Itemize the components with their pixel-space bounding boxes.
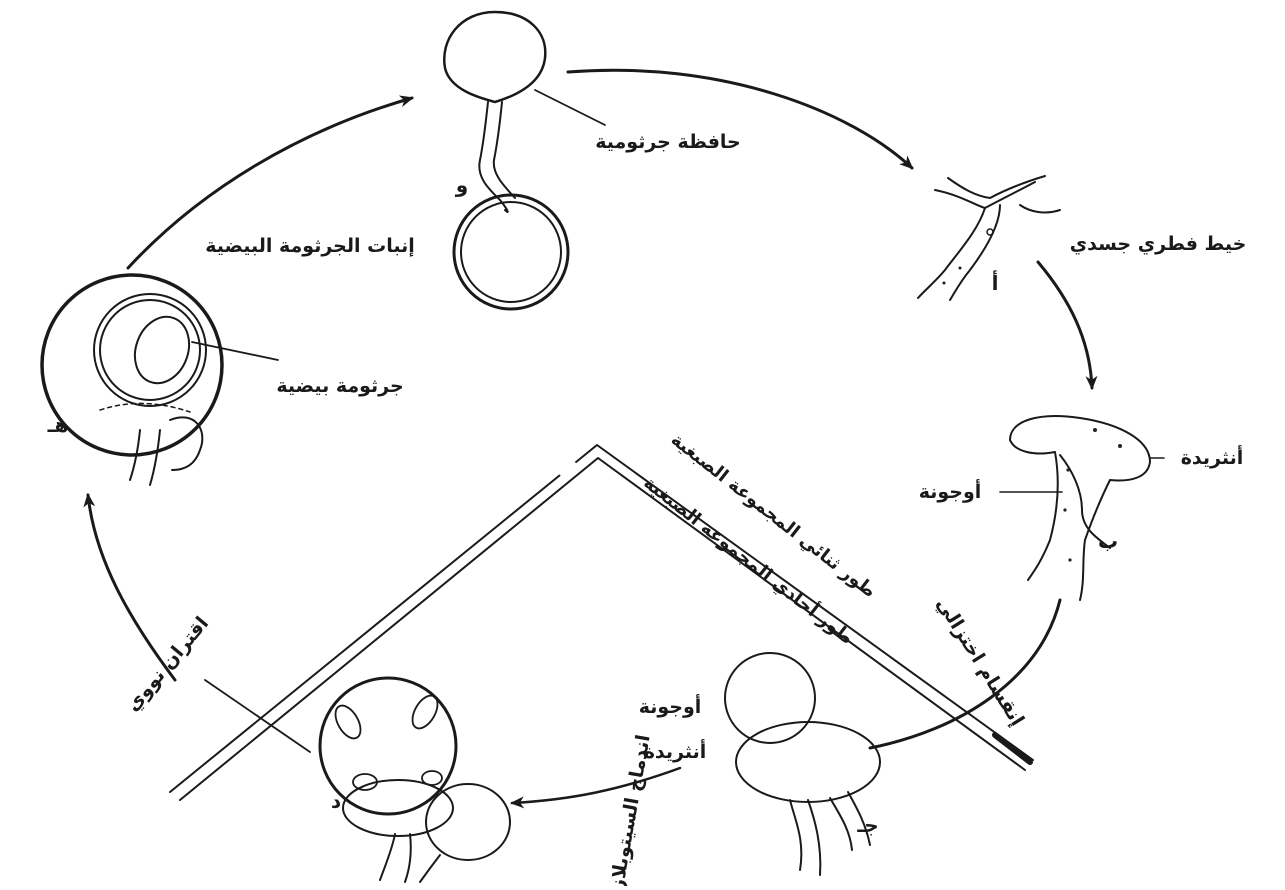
germinating-oospore xyxy=(444,12,605,309)
stage-letter-a: أ xyxy=(992,269,999,295)
arrow-to-d xyxy=(512,768,680,803)
label-plasmogamy: اندماج السيتوبلازم xyxy=(603,733,654,886)
antheridium-c-shape xyxy=(736,722,880,802)
gametangia-mature xyxy=(725,653,880,875)
oospore-wall xyxy=(454,195,568,309)
stage-letter-f: و xyxy=(455,173,468,197)
arrow-to-gametangia xyxy=(1038,262,1092,388)
stage-letter-e: هـ xyxy=(47,413,69,437)
sporangium-shape xyxy=(444,12,545,102)
label-karyogamy: اقتران نووي xyxy=(122,613,214,717)
label-oospore-germination: إنبات الجرثومة البيضية xyxy=(205,235,415,257)
gametangia-developing xyxy=(1000,416,1164,600)
stage-letter-c: جـ xyxy=(856,813,878,837)
label-sporangium: حافظة جرثومية xyxy=(595,131,741,153)
label-oospore: جرثومة بيضية xyxy=(276,375,403,397)
label-meiosis: إنقسام اختزالي xyxy=(932,594,1029,730)
oospore-stage xyxy=(42,275,278,485)
label-somatic-hypha: خيط فطري جسدي xyxy=(1070,233,1247,256)
label-antheridium-b: أنثريدة xyxy=(1181,445,1244,469)
stage-letter-b: ب xyxy=(1098,529,1118,553)
oogonium-c-shape xyxy=(725,653,815,743)
somatic-hypha xyxy=(918,176,1060,300)
label-oogonium-b: أوجونة xyxy=(919,479,982,503)
oogonium-e-shape xyxy=(42,275,222,455)
stage-letter-d: د xyxy=(331,789,341,813)
arrow-to-hypha xyxy=(568,70,912,168)
ploidy-divider xyxy=(170,445,1033,800)
label-oogonium-c: أوجونة xyxy=(639,694,702,718)
plasmogamy-stage xyxy=(320,678,510,882)
